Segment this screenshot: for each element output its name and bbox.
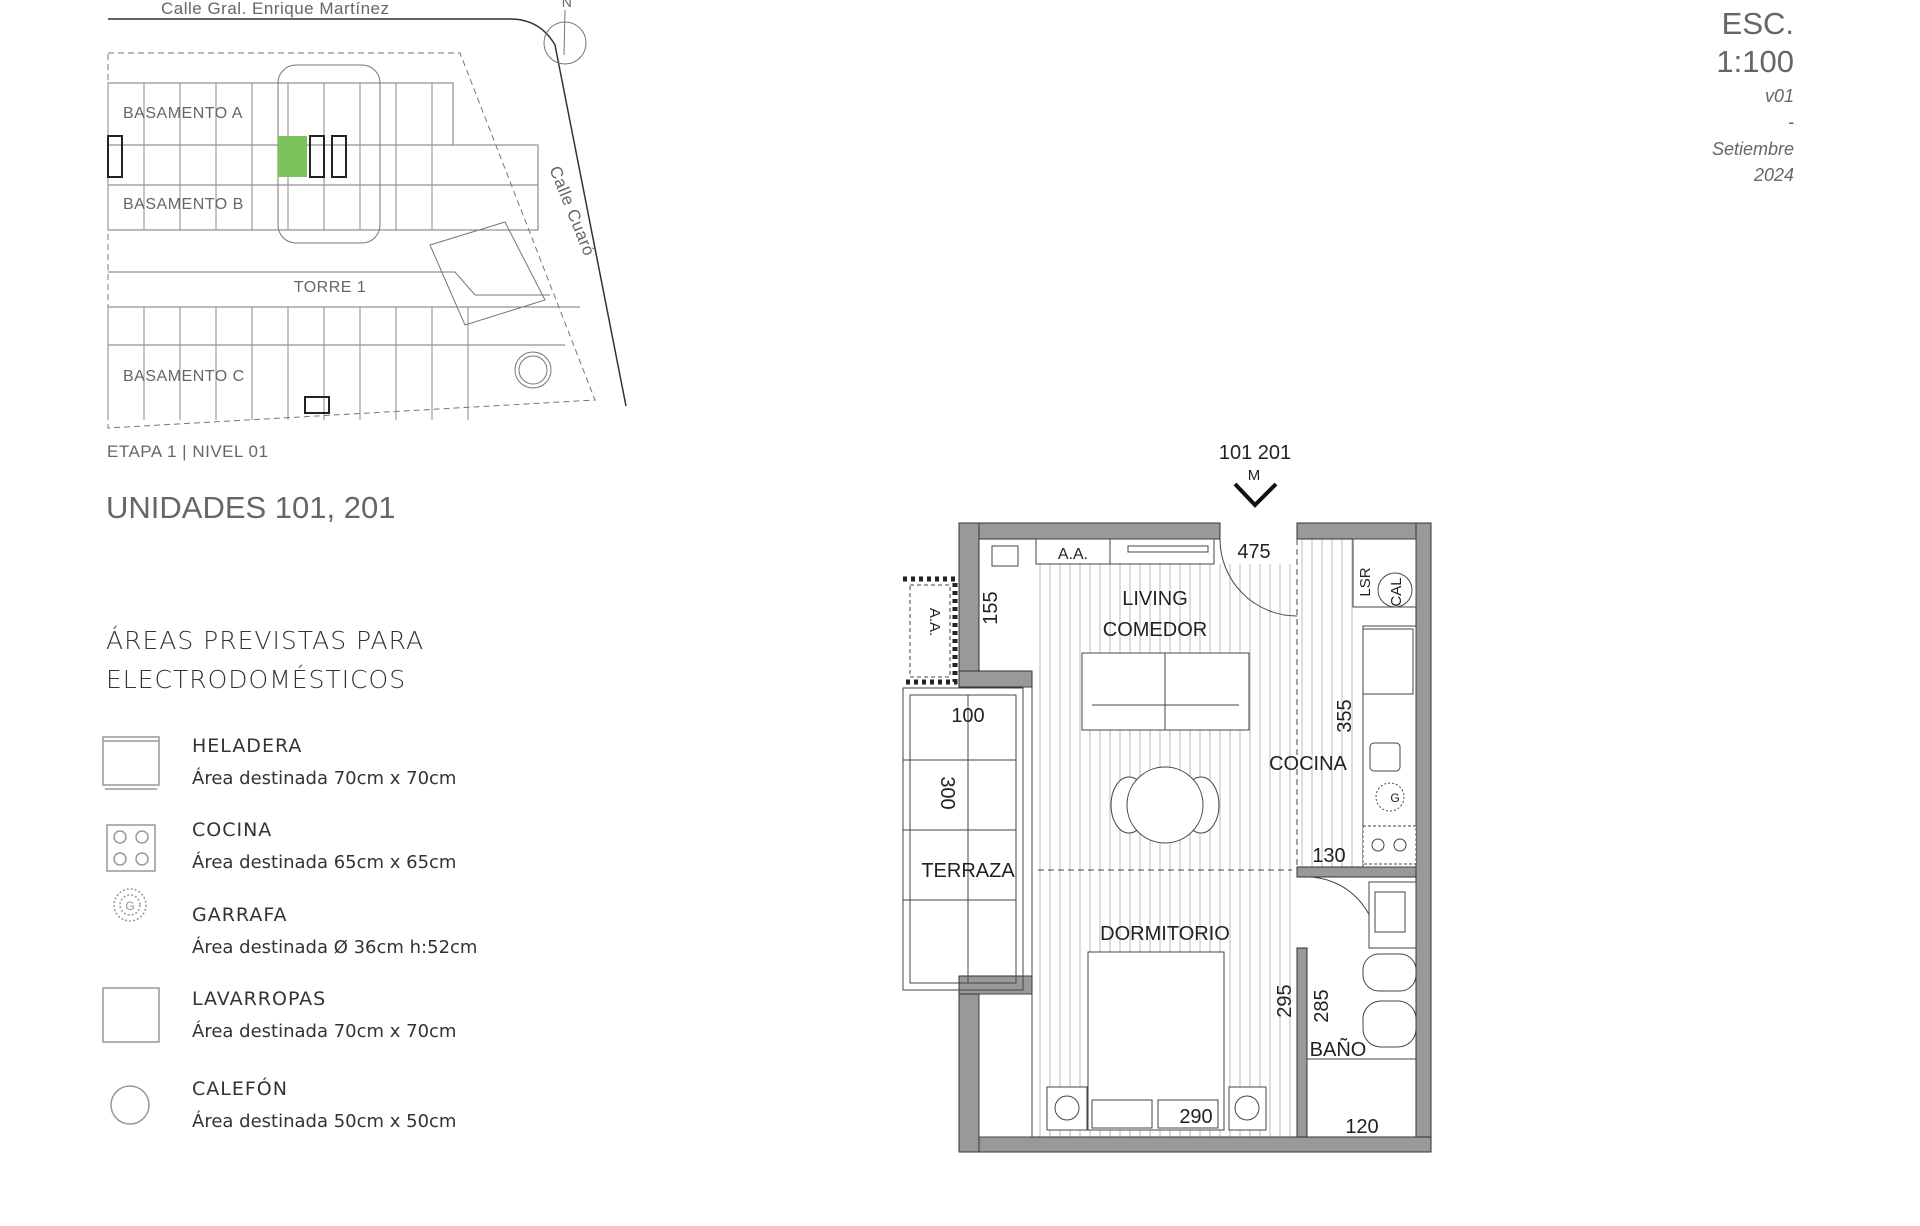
gas-cylinder xyxy=(1375,782,1405,812)
version: v01 xyxy=(1764,86,1794,106)
gas-cylinder-icon: G xyxy=(113,888,147,922)
cal-label: CAL xyxy=(1388,577,1405,606)
scale-label: ESC. xyxy=(1721,6,1794,41)
sink xyxy=(1369,742,1401,772)
separator: - xyxy=(1788,112,1794,132)
dim-300: 300 xyxy=(936,776,958,809)
units-marker: 101 201 xyxy=(1219,442,1291,464)
site-boundary xyxy=(107,52,596,429)
fridge xyxy=(1362,628,1414,695)
bidet xyxy=(1362,953,1417,992)
street-line xyxy=(108,18,627,407)
dim-130: 130 xyxy=(1312,845,1345,867)
garrafa-label: G xyxy=(1390,791,1399,805)
north-label: N xyxy=(562,0,573,10)
dim-285: 285 xyxy=(1311,989,1333,1022)
aa-side-label: A.A. xyxy=(926,608,943,636)
block-basamento-b: BASAMENTO B xyxy=(123,196,244,213)
room-cocina: COCINA xyxy=(1269,753,1347,775)
legend-name: GARRAFA xyxy=(192,904,288,926)
unit-highlight xyxy=(278,136,307,177)
legend-desc: Área destinada 65cm x 65cm xyxy=(192,852,457,873)
room-comedor: COMEDOR xyxy=(1103,619,1207,641)
entry-door xyxy=(1219,538,1298,617)
room-bano: BAÑO xyxy=(1310,1037,1367,1061)
units-title: UNIDADES 101, 201 xyxy=(106,490,396,525)
level-label: ETAPA 1 | NIVEL 01 xyxy=(107,442,269,461)
water-heater-icon xyxy=(110,1085,150,1125)
toilet xyxy=(1362,1000,1417,1048)
legend-desc: Área destinada 70cm x 70cm xyxy=(192,1021,457,1042)
legend-name: COCINA xyxy=(192,819,273,841)
legend-desc: Área destinada 70cm x 70cm xyxy=(192,768,457,789)
dim-290: 290 xyxy=(1179,1106,1212,1128)
block-basamento-a: BASAMENTO A xyxy=(123,105,243,122)
cooktop xyxy=(1362,825,1417,865)
lsr-label: LSR xyxy=(1357,567,1374,596)
year: 2024 xyxy=(1753,165,1794,185)
block-torre-1: TORRE 1 xyxy=(294,279,367,296)
dining-table xyxy=(1126,766,1204,844)
entry-chevron-icon xyxy=(1233,482,1278,508)
dim-355: 355 xyxy=(1334,699,1356,732)
svg-text:G: G xyxy=(125,899,134,913)
water-heater xyxy=(1377,572,1413,608)
scale-value: 1:100 xyxy=(1716,44,1794,79)
aa-top-label: A.A. xyxy=(1058,546,1088,563)
room-living: LIVING xyxy=(1122,588,1188,610)
terrace xyxy=(902,687,1024,991)
block-basamento-c: BASAMENTO C xyxy=(123,368,245,385)
street-top-label: Calle Gral. Enrique Martínez xyxy=(161,0,389,18)
room-terraza: TERRAZA xyxy=(921,860,1015,882)
month: Setiembre xyxy=(1711,139,1794,159)
dim-100: 100 xyxy=(951,705,984,727)
dim-155: 155 xyxy=(980,591,1002,624)
dim-475: 475 xyxy=(1237,541,1270,563)
stove-icon xyxy=(106,824,156,872)
legend-desc: Área destinada Ø 36cm h:52cm xyxy=(192,937,478,958)
legend-name: HELADERA xyxy=(192,735,303,757)
legend-title-line1: ÁREAS PREVISTAS PARA xyxy=(106,626,425,655)
legend-name: LAVARROPAS xyxy=(192,988,327,1010)
aa-outdoor-unit xyxy=(909,584,951,678)
legend-name: CALEFÓN xyxy=(192,1078,288,1100)
dim-120: 120 xyxy=(1345,1116,1378,1138)
legend-title-line2: ELECTRODOMÉSTICOS xyxy=(106,665,407,694)
room-dormitorio: DORMITORIO xyxy=(1100,923,1230,945)
entry-marker: M xyxy=(1248,467,1261,484)
washer-icon xyxy=(102,987,160,1043)
walls xyxy=(958,522,1432,1153)
legend-desc: Área destinada 50cm x 50cm xyxy=(192,1111,457,1132)
dim-295: 295 xyxy=(1274,984,1296,1017)
fridge-icon xyxy=(102,736,160,790)
